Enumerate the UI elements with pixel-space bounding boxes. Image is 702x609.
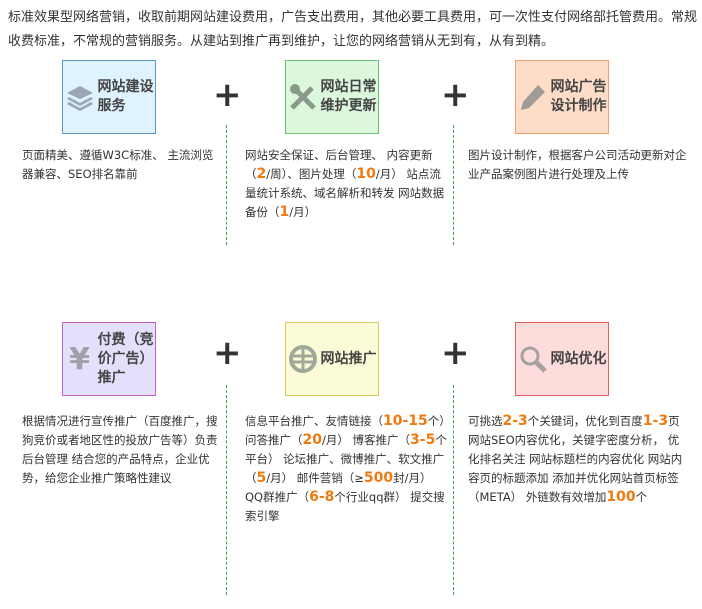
plus-icon: + — [213, 75, 242, 115]
description-text: 根据情况进行宣传推广（百度推广，搜狗竞价或者地区性的投放广告等）负责后台管理 结… — [22, 414, 218, 485]
divider-line — [226, 385, 227, 595]
description-text: 个关键词，优化到百度 — [527, 414, 643, 428]
service-box-website-build: 网站建设服务 — [62, 60, 156, 134]
service-description: 网站安全保证、后台管理、 内容更新（2/周）、图片处理（10/月） 站点流量统计… — [245, 146, 450, 222]
service-title: 付费（竞价广告）推广 — [97, 331, 154, 386]
service-box-ad-design: 网站广告设计制作 — [515, 60, 609, 134]
description-text: 页面精美、遵循W3C标准、 主流浏览器兼容、SEO排名靠前 — [22, 148, 214, 181]
plus-icon: + — [441, 75, 470, 115]
highlight-number: 1 — [279, 204, 290, 220]
description-text: 个 — [635, 490, 648, 504]
intro-text: 标准效果型网络营销，收取前期网站建设费用，广告支出费用，其他必要工具费用，可一次… — [8, 10, 698, 49]
description-text: 个行业qq群） 提交搜索引擎 — [245, 490, 445, 523]
service-box-seo: 网站优化 — [515, 322, 609, 396]
divider-line — [453, 385, 454, 595]
description-text: 个平台） 论坛推广、微博推广、软文推广（ — [245, 433, 447, 485]
highlight-number: 2-3 — [502, 413, 528, 429]
description-text: 可挑选 — [468, 414, 503, 428]
pencil-icon — [518, 82, 548, 112]
highlight-number: 6-8 — [309, 489, 335, 505]
highlight-number: 2 — [256, 166, 267, 182]
tools-icon — [288, 82, 318, 112]
highlight-number: 5 — [256, 470, 267, 486]
highlight-number: 3-5 — [410, 432, 436, 448]
highlight-number: 10 — [356, 166, 376, 182]
divider-line — [226, 125, 227, 245]
description-text: 网站安全保证、后台管理、 内容更新（ — [245, 148, 433, 181]
plus-icon: + — [213, 333, 242, 373]
highlight-number: 500 — [363, 470, 394, 486]
service-box-paid-promotion: ¥ 付费（竞价广告）推广 — [62, 322, 156, 396]
service-description: 可挑选2-3个关键词，优化到百度1-3页 网站SEO内容优化，关键字密度分析， … — [468, 412, 688, 507]
highlight-number: 10-15 — [383, 413, 428, 429]
highlight-number: 1-3 — [642, 413, 669, 429]
service-description: 图片设计制作，根据客户公司活动更新对企业产品案例图片进行处理及上传 — [468, 146, 688, 184]
highlight-number: 100 — [606, 489, 636, 505]
layers-icon — [65, 82, 95, 112]
yen-icon: ¥ — [69, 341, 90, 377]
service-description: 页面精美、遵循W3C标准、 主流浏览器兼容、SEO排名靠前 — [22, 146, 222, 184]
service-description: 信息平台推广、友情链接（10-15个）问答推广（20/月） 博客推广（3-5个平… — [245, 412, 450, 526]
search-icon — [518, 344, 548, 374]
service-title: 网站建设服务 — [97, 79, 154, 114]
description-text: 页 网站SEO内容优化，关键字密度分析， 优化排名关注 网站标题栏的内容优化 网… — [468, 414, 683, 504]
description-text: 个）问答推广（ — [245, 414, 446, 447]
description-text: /周）、图片处理（ — [266, 167, 357, 181]
service-box-promotion: 网站推广 — [285, 322, 379, 396]
description-text: /月） 站点流量统计系统、域名解析和转发 网站数据备份（ — [245, 167, 445, 219]
description-text: 图片设计制作，根据客户公司活动更新对企业产品案例图片进行处理及上传 — [468, 148, 687, 181]
service-title: 网站广告设计制作 — [550, 79, 607, 114]
description-text: 信息平台推广、友情链接（ — [245, 414, 383, 428]
service-title: 网站优化 — [550, 350, 607, 367]
divider-line — [453, 125, 454, 245]
highlight-number: 20 — [302, 432, 322, 448]
service-title: 网站推广 — [320, 350, 377, 367]
service-box-maintenance: 网站日常维护更新 — [285, 60, 379, 134]
description-text: /月） 博客推广（ — [321, 433, 411, 447]
service-title: 网站日常维护更新 — [320, 79, 377, 114]
description-text: 封/月） QQ群推广（ — [245, 471, 432, 504]
description-text: /月） 邮件营销（≥ — [266, 471, 364, 485]
service-description: 根据情况进行宣传推广（百度推广，搜狗竞价或者地区性的投放广告等）负责后台管理 结… — [22, 412, 222, 488]
description-text: /月） — [289, 205, 317, 219]
plus-icon: + — [441, 333, 470, 373]
globe-icon — [288, 344, 318, 374]
